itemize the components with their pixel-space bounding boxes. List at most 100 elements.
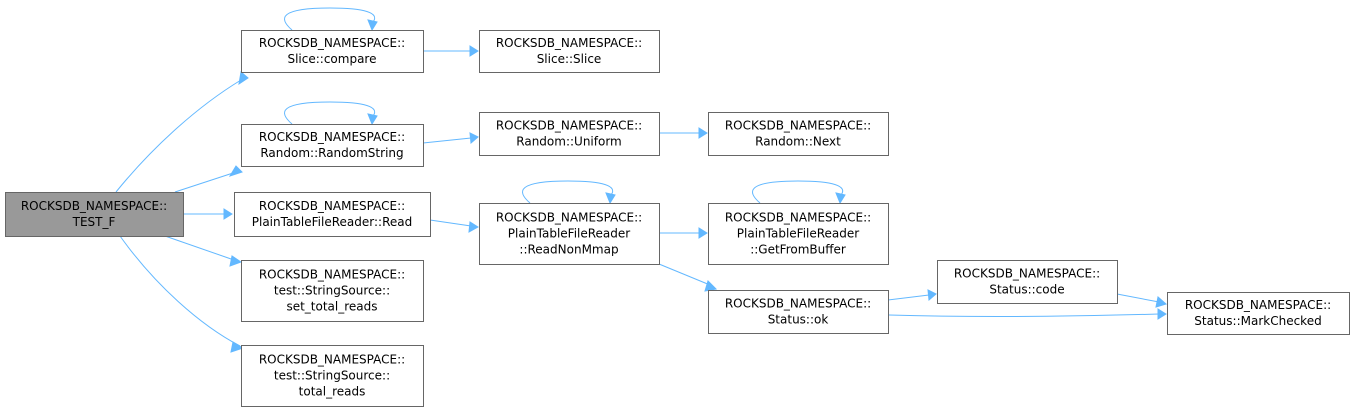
edge-random_randomstring-to-random_uniform (422, 132, 479, 145)
edge-line (284, 101, 376, 125)
arrowhead-icon (367, 113, 378, 126)
node-label-line: test::StringSource:: (274, 284, 390, 298)
node-random-next[interactable]: ROCKSDB_NAMESPACE::Random::Next (708, 112, 889, 156)
node-label-line: Status::ok (768, 313, 829, 327)
edge-status_ok-to-status_code (887, 289, 937, 302)
arrowhead-icon (698, 227, 708, 239)
arrowhead-icon (927, 289, 937, 302)
node-box (241, 345, 424, 407)
node-label-line: Status::code (989, 283, 1064, 297)
node-status-markchecked[interactable]: ROCKSDB_NAMESPACE::Status::MarkChecked (1167, 292, 1350, 335)
arrowhead-icon (229, 255, 243, 267)
node-label-line: ::GetFromBuffer (750, 243, 846, 257)
node-box (241, 260, 424, 322)
node-label-line: ROCKSDB_NAMESPACE:: (259, 353, 405, 367)
node-label-line: Slice::compare (287, 52, 376, 66)
node-box (241, 124, 424, 167)
node-box (234, 192, 431, 237)
node-ptfr-read[interactable]: ROCKSDB_NAMESPACE::PlainTableFileReader:… (234, 192, 431, 237)
node-stringsource-total-reads[interactable]: ROCKSDB_NAMESPACE::test::StringSource::t… (241, 345, 424, 407)
node-label-line: ROCKSDB_NAMESPACE:: (496, 36, 642, 50)
node-label-line: ROCKSDB_NAMESPACE:: (725, 119, 871, 133)
nodes-layer: ROCKSDB_NAMESPACE::TEST_FROCKSDB_NAMESPA… (5, 30, 1350, 407)
node-box (479, 112, 660, 156)
node-label-line: Random::RandomString (260, 146, 403, 160)
node-label-line: total_reads (299, 385, 366, 399)
edge-line (752, 180, 844, 204)
node-label-line: ROCKSDB_NAMESPACE:: (259, 130, 405, 144)
node-ptfr-readnonmmap[interactable]: ROCKSDB_NAMESPACE::PlainTableFileReader:… (479, 203, 660, 265)
node-label-line: ROCKSDB_NAMESPACE:: (259, 199, 405, 213)
arrowhead-icon (469, 132, 479, 145)
node-label-line: ROCKSDB_NAMESPACE:: (725, 211, 871, 225)
node-test-f[interactable]: ROCKSDB_NAMESPACE::TEST_F (5, 192, 184, 237)
node-box (708, 112, 889, 156)
arrowhead-icon (228, 165, 243, 177)
edge-line (119, 235, 241, 347)
edge-line (887, 294, 930, 301)
arrowhead-icon (469, 45, 479, 57)
node-label-line: ROCKSDB_NAMESPACE:: (496, 119, 642, 133)
edge-status_code-to-status_markchecked (1116, 293, 1168, 308)
arrowhead-icon (238, 71, 249, 86)
node-status-ok[interactable]: ROCKSDB_NAMESPACE::Status::ok (708, 290, 889, 334)
arrowhead-icon (1155, 296, 1168, 308)
arrowhead-icon (468, 221, 479, 233)
node-box (479, 30, 660, 73)
node-slice-slice[interactable]: ROCKSDB_NAMESPACE::Slice::Slice (479, 30, 660, 73)
edge-ptfr_readnonmmap-to-status_ok (658, 263, 718, 292)
edge-test_f-to-ptfr_read (183, 208, 233, 220)
node-label-line: PlainTableFileReader (737, 227, 860, 241)
node-label-line: ROCKSDB_NAMESPACE:: (496, 211, 642, 225)
edge-ptfr_readnonmmap-to-ptfr_readnonmmap (522, 180, 616, 205)
arrowhead-icon (605, 192, 616, 205)
node-box (708, 203, 889, 265)
node-random-uniform[interactable]: ROCKSDB_NAMESPACE::Random::Uniform (479, 112, 660, 156)
edge-line (522, 180, 614, 204)
node-label-line: Random::Next (755, 135, 841, 149)
edge-line (174, 172, 234, 193)
edge-test_f-to-stringsource_set_total_reads (164, 235, 243, 267)
node-ptfr-getfrombuffer[interactable]: ROCKSDB_NAMESPACE::PlainTableFileReader:… (708, 203, 889, 265)
node-label-line: ROCKSDB_NAMESPACE:: (1185, 298, 1331, 312)
node-stringsource-set-total-reads[interactable]: ROCKSDB_NAMESPACE::test::StringSource::s… (241, 260, 424, 322)
node-random-randomstring[interactable]: ROCKSDB_NAMESPACE::Random::RandomString (241, 124, 424, 167)
node-label-line: test::StringSource:: (274, 369, 390, 383)
node-label-line: ROCKSDB_NAMESPACE:: (259, 268, 405, 282)
edge-test_f-to-stringsource_total_reads (119, 235, 245, 353)
edge-line (284, 7, 376, 31)
node-label-line: Random::Uniform (516, 135, 621, 149)
node-slice-compare[interactable]: ROCKSDB_NAMESPACE::Slice::compare (241, 30, 424, 73)
edge-ptfr_readnonmmap-to-ptfr_getfrombuffer (659, 227, 708, 239)
edge-ptfr_getfrombuffer-to-ptfr_getfrombuffer (752, 180, 846, 205)
node-label-line: ROCKSDB_NAMESPACE:: (725, 297, 871, 311)
arrowhead-icon (230, 341, 245, 353)
node-status-code[interactable]: ROCKSDB_NAMESPACE::Status::code (937, 260, 1118, 304)
node-box (1167, 292, 1350, 335)
edge-ptfr_read-to-ptfr_readnonmmap (429, 219, 479, 233)
node-label-line: ROCKSDB_NAMESPACE:: (954, 267, 1100, 281)
edge-line (164, 235, 235, 261)
edge-slice_compare-to-slice_slice (423, 45, 479, 57)
node-box (479, 203, 660, 265)
edge-line (422, 137, 472, 144)
node-box (708, 290, 889, 334)
edge-test_f-to-random_randomstring (174, 165, 243, 193)
edge-line (1116, 293, 1160, 303)
edge-line (887, 313, 1160, 318)
node-label-line: ROCKSDB_NAMESPACE:: (21, 199, 167, 213)
node-label-line: set_total_reads (286, 300, 377, 314)
edge-random_uniform-to-random_next (659, 127, 708, 139)
arrowhead-icon (835, 192, 846, 205)
node-box (5, 192, 184, 237)
node-label-line: TEST_F (72, 215, 116, 229)
arrowhead-icon (223, 208, 233, 220)
edge-slice_compare-to-slice_compare (284, 7, 378, 32)
node-label-line: ::ReadNonMmap (519, 243, 618, 257)
node-label-line: Status::MarkChecked (1194, 314, 1321, 328)
edge-test_f-to-slice_compare (115, 71, 249, 193)
node-label-line: PlainTableFileReader::Read (252, 215, 412, 229)
node-label-line: ROCKSDB_NAMESPACE:: (259, 36, 405, 50)
node-label-line: Slice::Slice (537, 52, 602, 66)
